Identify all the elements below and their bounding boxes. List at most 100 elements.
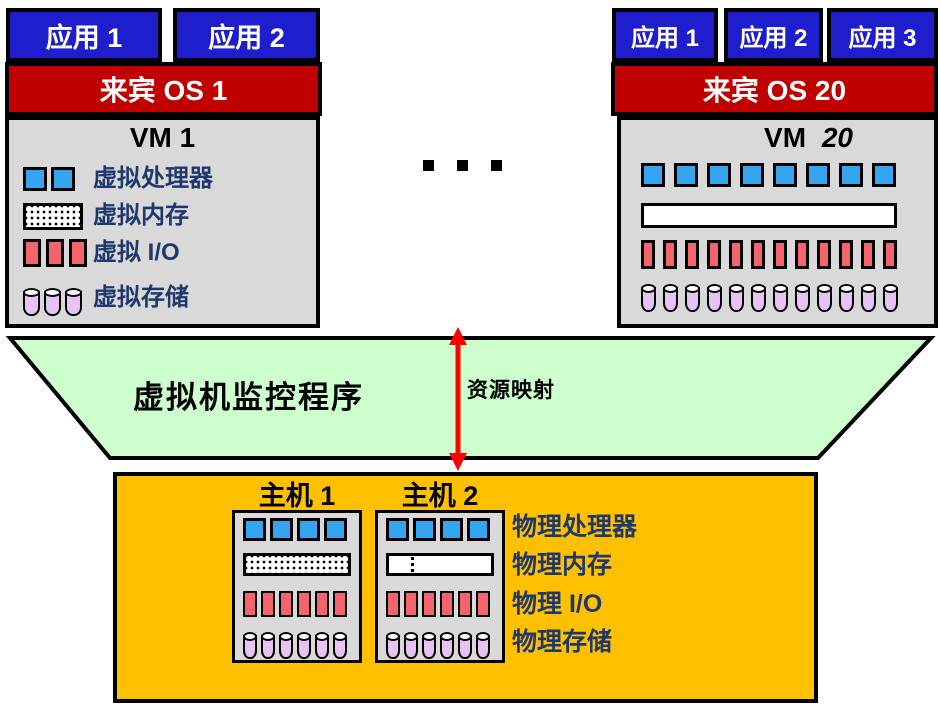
physical-storage-cylinder-icon — [440, 632, 454, 659]
virtual-storage-cylinder-icon — [65, 288, 82, 316]
vm20-storage-row — [641, 282, 898, 312]
physical-io-icon — [261, 591, 275, 617]
virtual-io-icon — [773, 240, 787, 269]
physical-cpu-label: 物理处理器 — [512, 513, 638, 541]
physical-io-icon — [440, 591, 454, 617]
physical-storage-cylinder-icon — [404, 632, 418, 659]
vm1-io-label: 虚拟 I/O — [93, 239, 180, 266]
vm1-title: VM 1 — [129, 122, 196, 153]
hypervisor-label: 虚拟机监控程序 — [133, 380, 364, 415]
vm20-guest-os-bar: 来宾 OS 20 — [611, 62, 938, 116]
vm1-cpu-label: 虚拟处理器 — [93, 165, 213, 192]
physical-cpu-icon — [440, 518, 463, 541]
virtual-cpu-icon — [872, 163, 896, 187]
virtual-storage-cylinder-icon — [641, 284, 656, 312]
physical-storage-cylinder-icon — [243, 632, 257, 659]
vm20-cpu-row — [641, 163, 896, 187]
host1-title: 主机 1 — [258, 481, 336, 511]
host2-io-row — [386, 591, 490, 617]
host1-cpu-row — [243, 518, 347, 541]
virtual-io-icon — [839, 240, 853, 269]
host1-storage-row — [243, 630, 347, 659]
host2-cpu-row — [386, 518, 490, 541]
vm20-app-2-box: 应用 2 — [724, 8, 823, 62]
host1-memory-bar — [243, 553, 351, 576]
physical-cpu-icon — [297, 518, 320, 541]
physical-cpu-icon — [324, 518, 347, 541]
physical-io-icon — [458, 591, 472, 617]
vm20-memory-bar — [641, 203, 897, 228]
physical-io-label: 物理 I/O — [512, 590, 603, 618]
virtual-storage-cylinder-icon — [817, 284, 832, 312]
physical-io-icon — [422, 591, 436, 617]
virtual-cpu-icon — [51, 167, 75, 191]
physical-io-icon — [333, 591, 347, 617]
virtual-io-icon — [685, 240, 699, 269]
virtual-io-icon — [861, 240, 875, 269]
physical-storage-cylinder-icon — [458, 632, 472, 659]
virtual-storage-cylinder-icon — [729, 284, 744, 312]
virtual-storage-cylinder-icon — [839, 284, 854, 312]
virtual-cpu-icon — [23, 167, 47, 191]
physical-cpu-icon — [243, 518, 266, 541]
physical-storage-cylinder-icon — [333, 632, 347, 659]
virtual-io-icon — [641, 240, 655, 269]
vm20-app-1-box: 应用 1 — [612, 8, 718, 62]
physical-storage-cylinder-icon — [297, 632, 311, 659]
vm1-cpu-row — [23, 167, 75, 191]
host2-panel — [375, 510, 505, 663]
physical-memory-label: 物理内存 — [512, 551, 613, 579]
virtual-storage-cylinder-icon — [883, 284, 898, 312]
virtual-storage-cylinder-icon — [707, 284, 722, 312]
vm20-title: VM 20 — [621, 122, 934, 154]
ellipsis-dots — [423, 160, 503, 171]
host2-memory-bar — [386, 553, 494, 576]
vm1-panel: VM 1 虚拟处理器 虚拟内存 虚拟 I/O 虚拟存储 — [5, 116, 320, 328]
physical-cpu-icon — [386, 518, 409, 541]
vm1-io-row — [23, 239, 87, 267]
virtual-io-icon — [729, 240, 743, 269]
vm20-app-3-box: 应用 3 — [827, 8, 938, 62]
vm1-app-1-box: 应用 1 — [6, 8, 162, 62]
vm1-memory-bar — [23, 203, 83, 230]
vm20-app-2-label: 应用 2 — [739, 24, 808, 52]
virtual-io-icon — [883, 240, 897, 269]
physical-io-icon — [243, 591, 257, 617]
ellipsis-dot — [457, 160, 468, 171]
physical-storage-cylinder-icon — [422, 632, 436, 659]
physical-io-icon — [315, 591, 329, 617]
ellipsis-dot — [491, 160, 502, 171]
vm20-panel: VM 20 — [617, 116, 938, 328]
physical-cpu-icon — [413, 518, 436, 541]
virtual-io-icon — [69, 239, 87, 267]
virtual-io-icon — [817, 240, 831, 269]
virtual-storage-cylinder-icon — [773, 284, 788, 312]
vm20-app-1-label: 应用 1 — [630, 24, 699, 52]
physical-storage-label: 物理存储 — [512, 628, 613, 656]
physical-storage-cylinder-icon — [261, 632, 275, 659]
physical-storage-cylinder-icon — [386, 632, 400, 659]
virtual-io-icon — [751, 240, 765, 269]
virtual-io-icon — [795, 240, 809, 269]
physical-storage-cylinder-icon — [476, 632, 490, 659]
virtual-cpu-icon — [839, 163, 863, 187]
physical-io-icon — [404, 591, 418, 617]
virtual-cpu-icon — [806, 163, 830, 187]
resource-mapping-arrow — [449, 327, 467, 471]
virtual-storage-cylinder-icon — [751, 284, 766, 312]
vm1-app-2-label: 应用 2 — [208, 22, 285, 53]
physical-io-icon — [297, 591, 311, 617]
physical-cpu-icon — [270, 518, 293, 541]
virtual-cpu-icon — [707, 163, 731, 187]
virtual-storage-cylinder-icon — [44, 288, 61, 316]
vm1-guest-os-label: 来宾 OS 1 — [99, 75, 228, 106]
virtual-io-icon — [707, 240, 721, 269]
host2-title: 主机 2 — [401, 481, 479, 511]
vm20-app-3-label: 应用 3 — [848, 24, 917, 52]
virtual-io-icon — [23, 239, 41, 267]
virtual-io-icon — [663, 240, 677, 269]
virtual-storage-cylinder-icon — [23, 288, 40, 316]
virtual-io-icon — [46, 239, 64, 267]
